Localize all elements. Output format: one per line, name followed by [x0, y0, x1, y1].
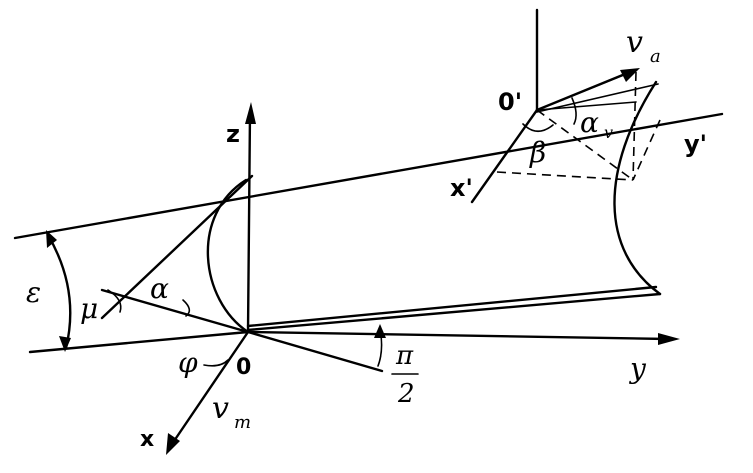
- label-y-prime: y': [684, 130, 707, 158]
- label-epsilon: ε: [26, 276, 41, 309]
- epsilon-arc: [46, 233, 72, 350]
- beta-arc: [522, 123, 554, 133]
- dashed-line-4: [632, 119, 661, 181]
- blade-lower-edge-2: [246, 285, 658, 328]
- x-prime-axis: [470, 108, 539, 204]
- dashed-line-3: [632, 71, 637, 181]
- blade-lower-edge: [246, 292, 662, 332]
- mu-arc: [107, 289, 122, 313]
- dashed-line-2: [496, 171, 634, 181]
- label-two: 2: [397, 379, 415, 409]
- label-x: x: [140, 427, 154, 452]
- label-alpha-v: α: [580, 106, 599, 139]
- epsilon-arrow-bottom: [59, 336, 71, 352]
- label-alpha: α: [150, 272, 169, 305]
- z-axis: [246, 110, 252, 334]
- va-arrowhead: [620, 68, 640, 82]
- rear-curved-edge: [613, 80, 662, 296]
- label-mu: μ: [80, 292, 98, 325]
- alpha-arc: [182, 299, 191, 317]
- normal-line-pi-half: [246, 330, 384, 373]
- label-beta: β: [529, 136, 546, 169]
- alpha-v-arc: [571, 97, 577, 125]
- y-axis: [246, 330, 670, 341]
- label-origin: 0: [236, 355, 251, 380]
- label-vm-sub: m: [234, 412, 251, 433]
- label-x-prime: x': [450, 174, 473, 202]
- label-pi: π: [395, 341, 414, 371]
- label-y: y: [628, 352, 647, 385]
- label-alpha-v-sub: v: [604, 123, 613, 142]
- oblique-line: [100, 174, 254, 320]
- epsilon-arrow-top: [46, 230, 57, 248]
- va-vector: [535, 70, 632, 112]
- upper-boundary-line: [13, 112, 724, 240]
- pi-half-arrowhead: [374, 324, 386, 338]
- z-axis-arrowhead: [245, 102, 256, 124]
- va-ray-lower: [536, 83, 659, 113]
- label-vm: v: [212, 391, 229, 426]
- phi-arc: [203, 359, 229, 367]
- dashed-line-1: [536, 109, 634, 181]
- y-axis-arrowhead: [658, 333, 680, 345]
- front-curved-edge: [206, 178, 250, 334]
- mu-ray-line: [100, 288, 250, 334]
- label-origin-prime: 0': [498, 88, 522, 116]
- label-z: z: [226, 120, 240, 148]
- blade-line-o-prime: [536, 101, 637, 111]
- x-axis: [170, 330, 250, 446]
- label-va: v: [626, 25, 643, 60]
- x-axis-arrowhead: [166, 433, 180, 455]
- label-va-sub: a: [650, 46, 661, 67]
- label-phi: φ: [178, 346, 198, 379]
